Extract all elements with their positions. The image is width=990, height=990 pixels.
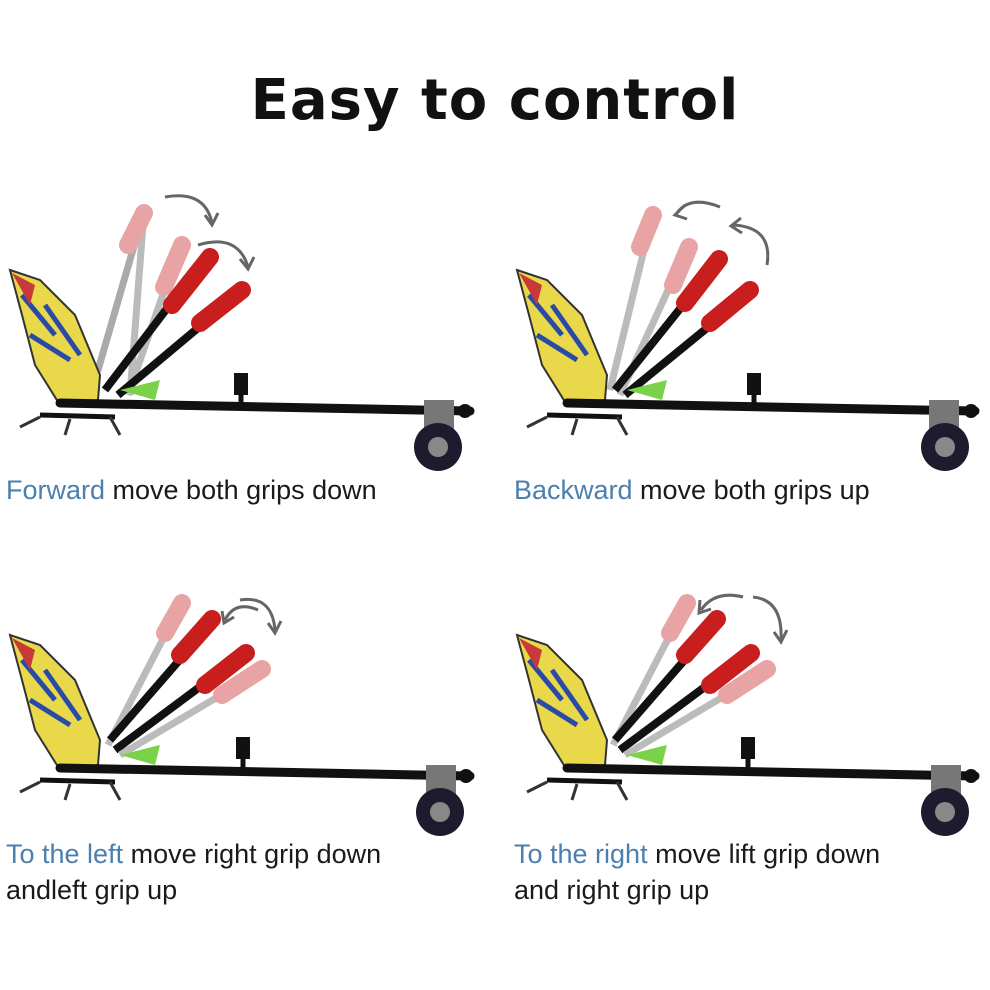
instruction-text: move both grips up [632,475,870,505]
direction-label: Forward [6,475,106,505]
hoverkart-illustration-forward [8,194,475,471]
caption-forward: Forward move both grips down [6,472,377,508]
instruction-text: move lift grip down [647,839,881,869]
direction-label: To the right [514,839,648,869]
panel-forward [0,185,475,471]
direction-label: To the left [6,839,124,869]
panel-right [505,575,980,845]
hoverkart-illustration-right [515,593,980,836]
page-title: Easy to control [250,68,740,133]
caption-line-2: and right grip up [514,875,710,905]
panel-backward [505,185,980,471]
caption-backward: Backward move both grips up [514,472,870,508]
caption-right: To the right move lift grip down and rig… [514,836,880,908]
instruction-text: move both grips down [105,475,377,505]
hoverkart-illustration-backward [515,200,980,471]
caption-line-1: To the left move right grip down [6,836,381,872]
instruction-text: move right grip down [123,839,382,869]
panel-left [0,575,475,845]
caption-left: To the left move right grip down andleft… [6,836,381,908]
hoverkart-illustration-left [8,594,475,836]
direction-label: Backward [514,475,633,505]
caption-line-1: To the right move lift grip down [514,836,880,872]
caption-line-2: andleft grip up [6,875,178,905]
